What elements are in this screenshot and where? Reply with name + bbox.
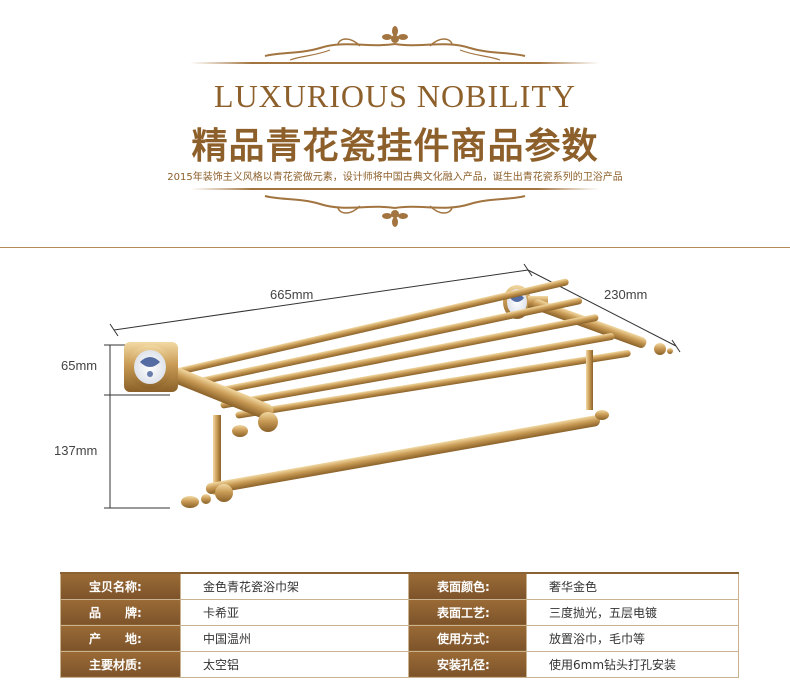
title-chinese: 精品青花瓷挂件商品参数	[191, 125, 599, 167]
spec-label: 表面颜色:	[408, 572, 527, 600]
flourish-top-icon	[190, 26, 600, 64]
header-banner: LUXURIOUS NOBILITY 精品青花瓷挂件商品参数 2015年装饰主义…	[0, 0, 790, 248]
bottom-ornament	[0, 184, 790, 228]
spec-label: 宝贝名称:	[60, 572, 181, 600]
spec-label: 品 牌:	[60, 598, 181, 626]
table-row: 产 地: 中国温州 使用方式: 放置浴巾，毛巾等	[60, 624, 739, 652]
spec-value: 金色青花瓷浴巾架	[180, 572, 409, 600]
product-diagram: 665mm 230mm 65mm 137mm	[0, 250, 790, 560]
title-english: LUXURIOUS NOBILITY	[214, 78, 576, 114]
towel-rack-illustration	[104, 263, 681, 509]
dimension-height-lower: 137mm	[54, 443, 98, 458]
table-row: 主要材质: 太空铝 安装孔径: 使用6mm钻头打孔安装	[60, 650, 739, 678]
spec-label: 安装孔径:	[408, 650, 527, 678]
table-row: 品 牌: 卡希亚 表面工艺: 三度抛光，五层电镀	[60, 598, 739, 626]
header-divider	[0, 247, 790, 248]
spec-table: 宝贝名称: 金色青花瓷浴巾架 表面颜色: 奢华金色 品 牌: 卡希亚 表面工艺:…	[60, 572, 739, 678]
top-ornament	[0, 26, 790, 68]
spec-value: 三度抛光，五层电镀	[526, 598, 739, 626]
flourish-bottom-icon	[190, 188, 600, 227]
spec-label: 表面工艺:	[408, 598, 527, 626]
front-mount	[124, 342, 178, 392]
dimension-height-upper: 65mm	[61, 358, 98, 373]
table-row: 宝贝名称: 金色青花瓷浴巾架 表面颜色: 奢华金色	[60, 572, 739, 600]
dimension-depth: 230mm	[604, 287, 648, 302]
spec-value: 卡希亚	[180, 598, 409, 626]
subtitle: 2015年装饰主义风格以青花瓷做元素，设计师将中国古典文化融入产品，诞生出青花瓷…	[167, 172, 623, 183]
dimension-width: 665mm	[270, 287, 314, 302]
spec-value: 奢华金色	[526, 572, 739, 600]
spec-value: 使用6mm钻头打孔安装	[526, 650, 739, 678]
spec-value: 中国温州	[180, 624, 409, 652]
spec-label: 主要材质:	[60, 650, 181, 678]
spec-label: 产 地:	[60, 624, 181, 652]
spec-value: 太空铝	[180, 650, 409, 678]
spec-value: 放置浴巾，毛巾等	[526, 624, 739, 652]
spec-label: 使用方式:	[408, 624, 527, 652]
